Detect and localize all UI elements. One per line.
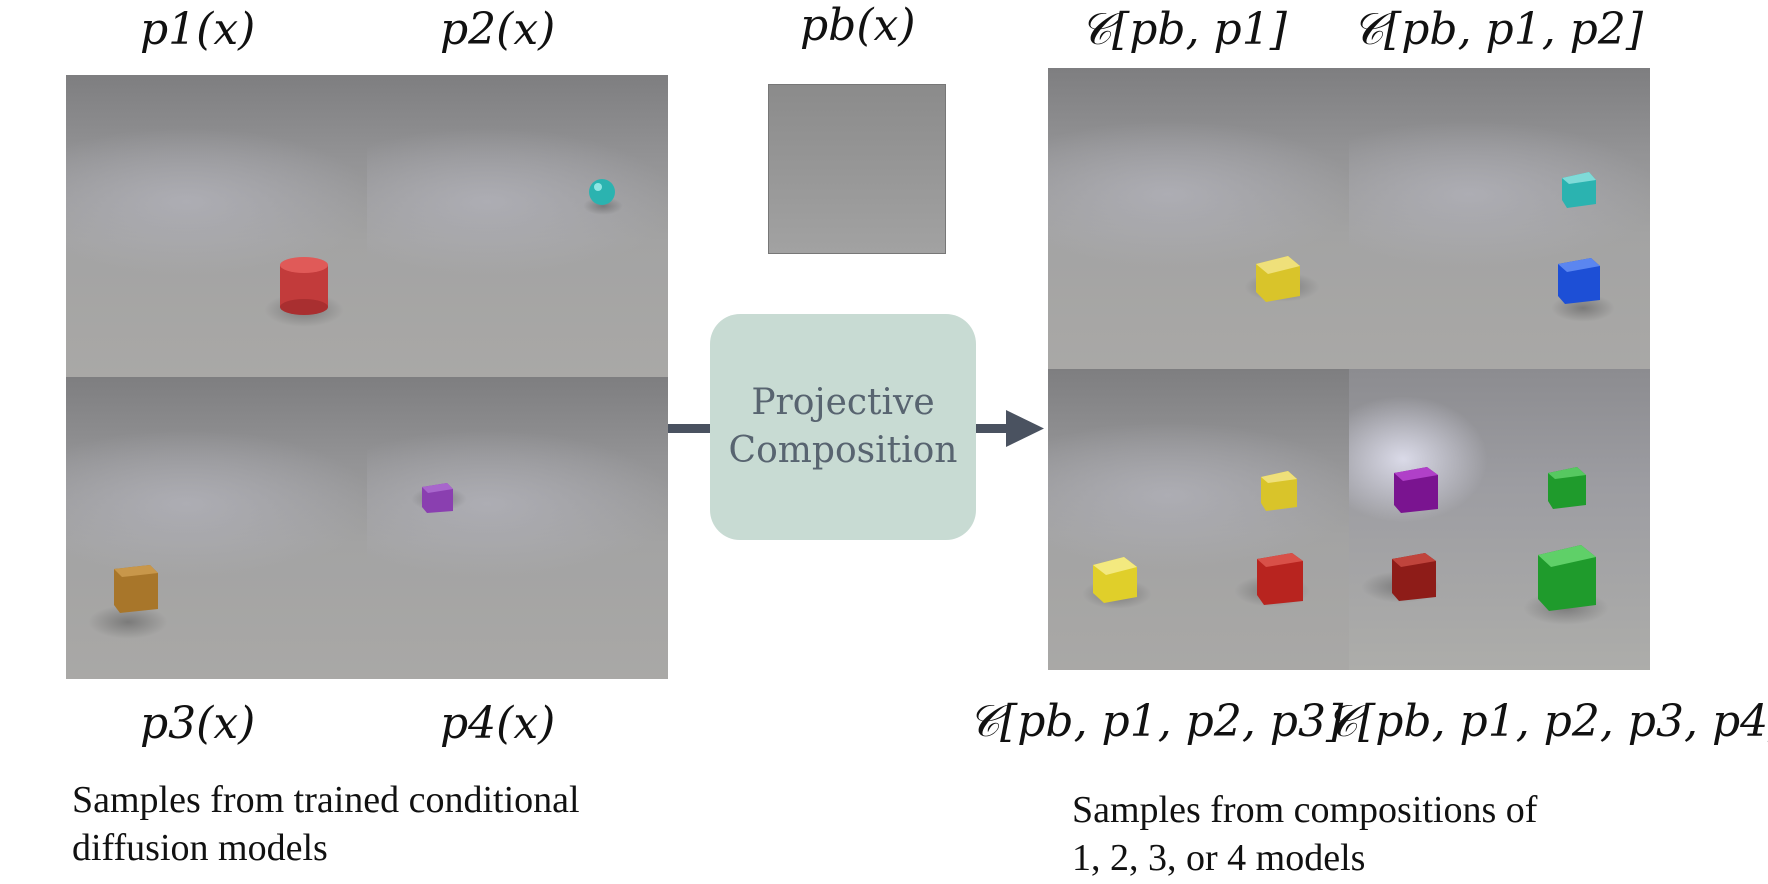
projective-composition-label: Projective Composition: [728, 382, 958, 471]
label-pb-text: pb(x): [800, 0, 916, 51]
caption-right: Samples from compositions of 1, 2, 3, or…: [1072, 789, 1538, 879]
sample-tile-p3: [66, 377, 367, 679]
composed-tile-2: [1349, 68, 1650, 369]
label-composition-2-text: 𝒞[pb, p1, p2]: [1352, 4, 1644, 55]
composed-tile-1: [1048, 68, 1349, 369]
label-composition-1-text: 𝒞[pb, p1]: [1080, 4, 1287, 55]
label-p1: p1(x): [140, 8, 255, 52]
green-cube-icon: [1538, 545, 1596, 611]
right-sample-grid: [1048, 68, 1650, 670]
yellow-cube-front-icon: [1093, 557, 1137, 603]
label-composition-4-text: 𝒞[pb, p1, p2, p3, p4]: [1326, 696, 1768, 747]
label-composition-2: 𝒞[pb, p1, p2]: [1352, 8, 1643, 52]
label-p1-text: p1(x): [140, 4, 256, 55]
label-p2: p2(x): [440, 8, 555, 52]
label-composition-3: 𝒞[pb, p1, p2, p3]: [968, 700, 1343, 744]
projective-composition-box: Projective Composition: [710, 314, 976, 540]
brown-cube-icon: [114, 565, 158, 613]
sample-tile-p2: [367, 75, 668, 377]
green-cube-small-icon: [1548, 467, 1586, 509]
blue-cube-icon: [1558, 258, 1600, 304]
yellow-cube-icon: [1256, 256, 1300, 302]
left-sample-grid: [66, 75, 668, 679]
purple-cube-icon: [422, 483, 453, 513]
red-cylinder-icon: [280, 257, 328, 315]
label-p2-text: p2(x): [440, 4, 556, 55]
label-composition-1: 𝒞[pb, p1]: [1080, 8, 1287, 52]
label-p3-text: p3(x): [140, 698, 256, 749]
label-p3: p3(x): [140, 702, 255, 746]
sample-tile-pb: [768, 84, 946, 254]
flow-arrow: [668, 410, 1044, 447]
label-p4-text: p4(x): [440, 698, 556, 749]
label-pb: pb(x): [800, 4, 915, 48]
teal-sphere-icon: [589, 179, 615, 205]
sample-tile-p1: [66, 75, 367, 377]
magenta-cube-icon: [1394, 467, 1438, 513]
dark-red-cube-icon: [1392, 553, 1436, 601]
composed-tile-3: [1048, 369, 1349, 670]
caption-left: Samples from trained conditional diffusi…: [72, 779, 580, 869]
label-composition-3-text: 𝒞[pb, p1, p2, p3]: [968, 696, 1344, 747]
sample-tile-p4: [367, 377, 668, 679]
teal-cube-icon: [1562, 172, 1596, 208]
yellow-cube-small-icon: [1261, 471, 1297, 511]
label-composition-4: 𝒞[pb, p1, p2, p3, p4]: [1326, 700, 1768, 744]
composed-tile-4: [1349, 369, 1650, 670]
label-p4: p4(x): [440, 702, 555, 746]
red-cube-icon: [1257, 553, 1303, 605]
